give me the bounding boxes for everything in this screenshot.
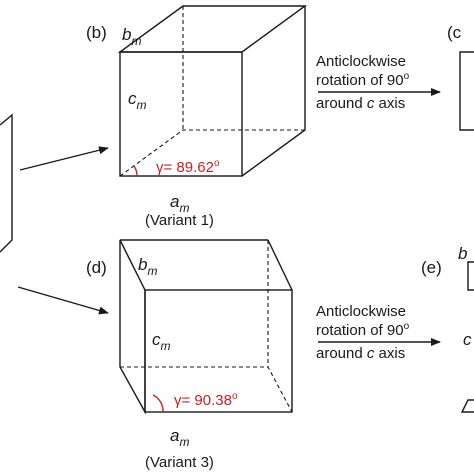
cube-b-label-a: am — [170, 192, 189, 215]
tag-e: (e) — [421, 258, 442, 277]
tag-c: (c — [447, 23, 462, 42]
cube-d-gamma-arc — [152, 394, 164, 413]
tag-b: (b) — [86, 23, 107, 42]
cube-b-hidden-edges — [119, 129, 305, 177]
cube-b-gamma-arc — [133, 165, 138, 177]
cube-d-right-top — [267, 239, 293, 291]
cube-d — [119, 239, 293, 415]
cube-b-label-c: cm — [128, 89, 147, 112]
cube-d-gamma: γ= 90.38o — [174, 391, 238, 409]
cube-c-partial — [459, 51, 474, 131]
arrow-to-b — [19, 146, 109, 171]
cube-b-gamma: γ= 89.62o — [156, 158, 220, 176]
cube-b-label-b: bm — [122, 25, 141, 48]
cube-e-label-c: c — [463, 330, 472, 349]
cube-b-top-face — [117, 5, 308, 53]
cube-d-label-b: bm — [138, 255, 157, 278]
rotation-top-line3: around c axis — [316, 95, 405, 112]
cube-b-front-face — [119, 51, 243, 177]
arrow-to-d — [17, 286, 109, 315]
rotation-top-line1: Anticlockwise — [316, 53, 406, 70]
cube-d-label-c: cm — [152, 330, 171, 353]
cube-d-front-face — [144, 289, 293, 413]
cube-e-partial-top — [467, 261, 474, 291]
cube-e-label-b: b — [458, 244, 467, 263]
rotation-bottom-line2: rotation of 90o — [316, 321, 410, 339]
cube-e-partial-bottom — [460, 399, 474, 413]
rotation-top-line2: rotation of 90o — [316, 71, 410, 89]
tag-d: (d) — [86, 258, 107, 277]
rotation-bottom-line3: around c axis — [316, 345, 405, 362]
cube-b — [117, 5, 308, 177]
cube-d-label-a: am — [170, 426, 189, 449]
cube-b-right-face — [241, 6, 306, 177]
cube-b-variant: (Variant 1) — [145, 212, 214, 229]
left-partial-cube — [0, 113, 13, 253]
left-cube-edges — [0, 113, 13, 253]
cube-d-variant: (Variant 3) — [145, 454, 214, 471]
rotation-bottom-line1: Anticlockwise — [316, 303, 406, 320]
